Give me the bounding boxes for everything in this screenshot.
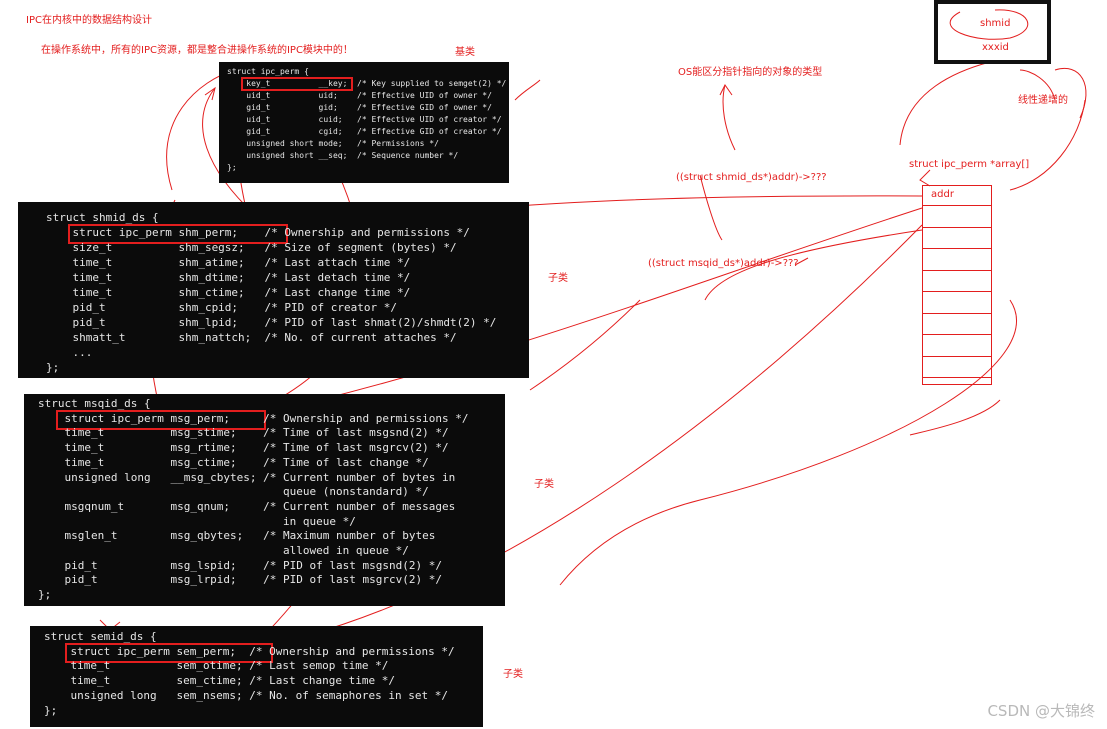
- code-line: key_t __key; /* Key supplied to semget(2…: [227, 79, 507, 88]
- code-line: pid_t shm_lpid; /* PID of last shmat(2)/…: [46, 316, 497, 329]
- array-cell: [923, 337, 991, 357]
- code-line: unsigned short mode; /* Permissions */: [227, 139, 439, 148]
- base-class-label: 基类: [455, 47, 475, 58]
- sem-perm-highlight-box: [65, 643, 273, 663]
- code-line: time_t msg_rtime; /* Time of last msgrcv…: [38, 441, 449, 455]
- key-highlight-box: [241, 77, 353, 91]
- subclass-label: 子类: [534, 479, 554, 490]
- subclass-label: 子类: [503, 669, 523, 680]
- intro-note: 在操作系统中，所有的IPC资源，都是整合进操作系统的IPC模块中的！: [41, 45, 353, 56]
- watermark: CSDN @大锦终: [987, 702, 1095, 720]
- code-line: pid_t msg_lrpid; /* PID of last msgrcv(2…: [38, 573, 442, 587]
- code-line: in queue */: [38, 514, 356, 528]
- shmid-cast-note: ((struct shmid_ds*)addr)->???: [676, 172, 827, 183]
- code-line: time_t sem_ctime; /* Last change time */: [44, 674, 395, 688]
- code-line: uid_t cuid; /* Effective UID of creator …: [227, 115, 502, 124]
- code-line: unsigned long __msg_cbytes; /* Current n…: [38, 470, 456, 484]
- array-cell: addr: [923, 186, 991, 206]
- array-title: struct ipc_perm *array[]: [909, 159, 1030, 170]
- array-cell: [923, 251, 991, 271]
- array-cell: [923, 358, 991, 378]
- code-line: };: [44, 703, 58, 717]
- code-line: struct ipc_perm msg_perm; /* Ownership a…: [38, 411, 469, 425]
- os-type-note: OS能区分指针指向的对象的类型: [678, 67, 823, 78]
- array-cell: [923, 208, 991, 228]
- xxxid-label: xxxid: [982, 42, 1009, 53]
- code-line: unsigned short __seq; /* Sequence number…: [227, 151, 459, 160]
- array-cell: [923, 229, 991, 249]
- code-line: gid_t cgid; /* Effective GID of creator …: [227, 127, 502, 136]
- shm-perm-highlight-box: [68, 224, 288, 244]
- msqid-cast-note: ((struct msqid_ds*)addr)->???: [648, 258, 799, 269]
- code-line: struct shmid_ds {: [46, 211, 159, 224]
- code-line: shmatt_t shm_nattch; /* No. of current a…: [46, 331, 457, 344]
- code-line: time_t sem_otime; /* Last semop time */: [44, 659, 389, 673]
- code-line: struct ipc_perm {: [227, 67, 309, 76]
- code-line: struct semid_ds {: [44, 630, 157, 643]
- code-line: time_t shm_ctime; /* Last change time */: [46, 286, 411, 299]
- shmid-ds-code-block: struct shmid_ds { struct ipc_perm shm_pe…: [18, 202, 529, 378]
- subclass-label: 子类: [548, 273, 568, 284]
- code-line: queue (nonstandard) */: [38, 485, 429, 499]
- code-line: uid_t uid; /* Effective UID of owner */: [227, 91, 492, 100]
- code-line: time_t msg_stime; /* Time of last msgsnd…: [38, 426, 449, 440]
- code-line: gid_t gid; /* Effective GID of owner */: [227, 103, 492, 112]
- code-line: struct ipc_perm sem_perm; /* Ownership a…: [44, 644, 455, 658]
- array-cell: [923, 294, 991, 314]
- code-line: time_t msg_ctime; /* Time of last change…: [38, 455, 429, 469]
- array-cell: [923, 315, 991, 335]
- code-line: unsigned long sem_nsems; /* No. of semap…: [44, 688, 448, 702]
- code-line: };: [227, 163, 237, 172]
- code-line: };: [46, 361, 60, 374]
- code-line: msgqnum_t msg_qnum; /* Current number of…: [38, 499, 456, 513]
- code-line: size_t shm_segsz; /* Size of segment (by…: [46, 241, 457, 254]
- code-line: allowed in queue */: [38, 544, 409, 557]
- linear-increase-note: 线性递增的: [1018, 95, 1068, 106]
- code-line: struct msqid_ds {: [38, 397, 151, 410]
- code-line: pid_t shm_cpid; /* PID of creator */: [46, 301, 397, 314]
- ipc-perm-pointer-array: addr: [922, 185, 992, 385]
- msqid-ds-code-block: struct msqid_ds { struct ipc_perm msg_pe…: [24, 394, 505, 606]
- code-line: time_t shm_dtime; /* Last detach time */: [46, 271, 411, 284]
- ipc-perm-code-block: struct ipc_perm { key_t __key; /* Key su…: [219, 62, 509, 183]
- code-line: time_t shm_atime; /* Last attach time */: [46, 256, 411, 269]
- shmid-label: shmid: [980, 18, 1011, 29]
- shmid-frame: shmid xxxid: [934, 0, 1051, 64]
- code-line: struct ipc_perm shm_perm; /* Ownership a…: [46, 226, 470, 239]
- code-line: };: [38, 588, 52, 602]
- msg-perm-highlight-box: [56, 410, 266, 430]
- code-line: msglen_t msg_qbytes; /* Maximum number o…: [38, 529, 436, 543]
- code-line: pid_t msg_lspid; /* PID of last msgsnd(2…: [38, 558, 442, 572]
- code-line: ...: [46, 346, 93, 359]
- semid-ds-code-block: struct semid_ds { struct ipc_perm sem_pe…: [30, 626, 483, 727]
- array-cell: [923, 272, 991, 292]
- diagram-title: IPC在内核中的数据结构设计: [26, 15, 152, 26]
